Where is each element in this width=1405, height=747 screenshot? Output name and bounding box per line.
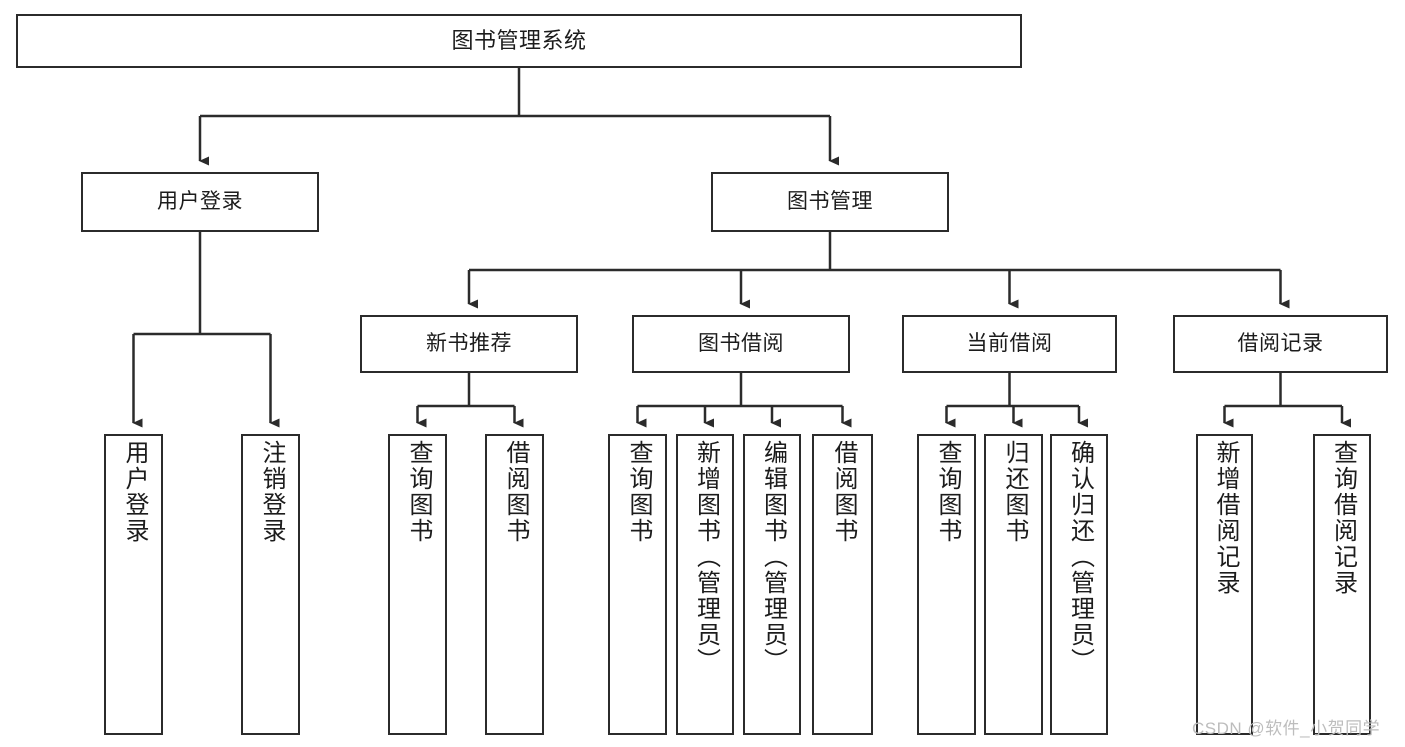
node-leaf-borrow-book-1: 借阅图书: [485, 434, 544, 735]
node-l2-user-login: 用户登录: [81, 172, 319, 232]
node-leaf-return-book: 归还图书: [984, 434, 1043, 735]
node-leaf-query-record: 查询借阅记录: [1313, 434, 1371, 735]
node-l3-current-borrow: 当前借阅: [902, 315, 1117, 373]
node-label: 注销登录: [257, 440, 285, 544]
node-leaf-borrow-book-2: 借阅图书: [812, 434, 873, 735]
node-l3-book-borrow: 图书借阅: [632, 315, 850, 373]
node-root: 图书管理系统: [16, 14, 1022, 68]
node-leaf-query-book-2: 查询图书: [608, 434, 667, 735]
node-leaf-query-book-3: 查询图书: [917, 434, 976, 735]
node-label: 新书推荐: [426, 331, 512, 355]
node-leaf-logout: 注销登录: [241, 434, 300, 735]
node-label: 查询图书: [404, 440, 432, 544]
node-leaf-edit-book: 编辑图书（管理员）: [743, 434, 801, 735]
node-label: 图书借阅: [698, 331, 784, 355]
node-label: 借阅图书: [501, 440, 529, 544]
node-label: 借阅记录: [1237, 331, 1324, 355]
node-label: 查询图书: [624, 440, 652, 544]
node-label: 图书管理: [787, 189, 873, 213]
node-leaf-query-book-1: 查询图书: [388, 434, 447, 735]
node-l3-borrow-record: 借阅记录: [1173, 315, 1388, 373]
node-label: 用户登录: [120, 440, 148, 544]
node-leaf-add-book: 新增图书（管理员）: [676, 434, 734, 735]
node-label: 编辑图书（管理员）: [759, 440, 787, 674]
node-label: 查询图书: [933, 440, 961, 544]
node-label: 确认归还（管理员）: [1066, 440, 1094, 674]
node-label: 新增图书（管理员）: [692, 440, 720, 674]
node-label: 查询借阅记录: [1329, 440, 1357, 596]
node-label: 用户登录: [157, 189, 243, 213]
node-label: 当前借阅: [966, 331, 1053, 355]
node-leaf-confirm-return: 确认归还（管理员）: [1050, 434, 1108, 735]
node-leaf-add-record: 新增借阅记录: [1196, 434, 1253, 735]
csdn-watermark: CSDN @软件_小贺同学: [1192, 719, 1381, 738]
node-l3-new-book-rec: 新书推荐: [360, 315, 578, 373]
node-label: 图书管理系统: [451, 28, 587, 54]
node-label: 归还图书: [1000, 440, 1028, 544]
node-label: 新增借阅记录: [1211, 440, 1239, 596]
node-l2-book-manage: 图书管理: [711, 172, 949, 232]
node-label: 借阅图书: [829, 440, 857, 544]
node-leaf-user-login: 用户登录: [104, 434, 163, 735]
